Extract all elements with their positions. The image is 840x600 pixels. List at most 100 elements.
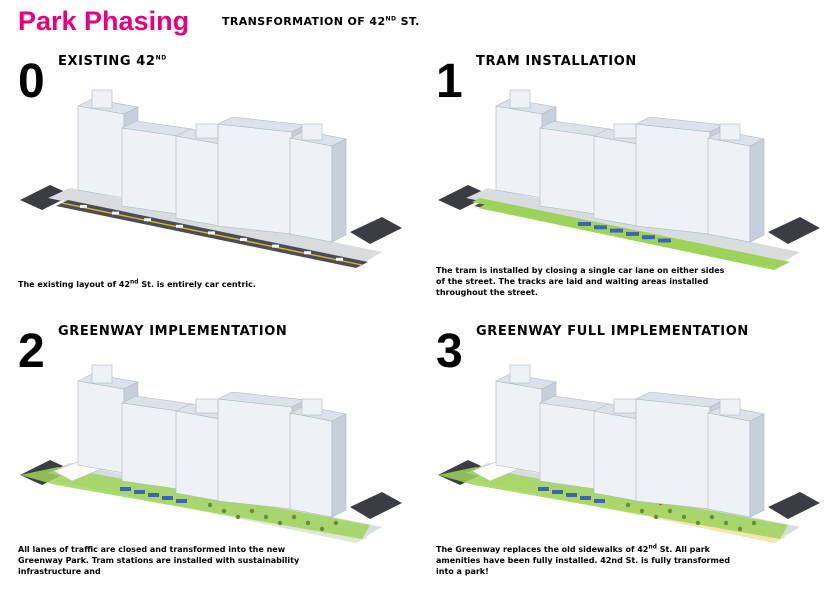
- car: [240, 238, 247, 241]
- tree: [667, 508, 673, 514]
- building-side: [331, 138, 347, 243]
- building-front: [539, 127, 597, 215]
- penthouse: [509, 364, 531, 384]
- phase-3-caption: The Greenway replaces the old sidewalks …: [436, 543, 730, 576]
- phase-1-number: 1: [436, 55, 463, 108]
- building-front: [77, 105, 125, 199]
- penthouse: [719, 123, 741, 141]
- building-front: [707, 137, 751, 243]
- car: [336, 257, 343, 261]
- car: [272, 244, 279, 248]
- building-front: [121, 402, 179, 490]
- tree: [709, 514, 715, 520]
- tree: [639, 508, 645, 514]
- phase-2-title: GREENWAY IMPLEMENTATION: [58, 324, 288, 339]
- corner-block-right: [768, 492, 820, 519]
- building-front: [495, 380, 543, 474]
- tram-car: [162, 496, 173, 500]
- tram-car: [538, 487, 549, 491]
- building-front: [121, 127, 179, 215]
- penthouse: [195, 123, 219, 139]
- building-front: [593, 410, 639, 502]
- building-front: [539, 402, 597, 490]
- building-front: [175, 410, 221, 502]
- penthouse: [509, 89, 531, 109]
- tree: [751, 520, 757, 526]
- building-front: [635, 123, 711, 235]
- phase-1-caption: The tram is installed by closing a singl…: [436, 266, 725, 297]
- building-side: [331, 413, 347, 518]
- penthouse: [719, 398, 741, 416]
- tree: [221, 508, 227, 514]
- phase-1-diagram: [438, 89, 820, 270]
- tram-car: [658, 238, 671, 243]
- corner-block-left: [20, 185, 72, 210]
- tree: [305, 520, 311, 526]
- car: [144, 218, 151, 222]
- tram-car: [552, 490, 563, 494]
- phase-1-title: TRAM INSTALLATION: [476, 54, 637, 69]
- phase-0-diagram: [20, 89, 402, 268]
- page-title: Park Phasing: [18, 6, 190, 36]
- building-front: [217, 123, 293, 235]
- tree: [737, 526, 743, 532]
- tree: [291, 514, 297, 520]
- tram-car: [578, 222, 591, 226]
- car: [208, 231, 215, 235]
- phase-3-title: GREENWAY FULL IMPLEMENTATION: [476, 324, 749, 339]
- penthouse: [91, 364, 113, 384]
- page-subtitle: TRANSFORMATION OF 42ND ST.: [222, 15, 420, 28]
- tree: [681, 514, 687, 520]
- building-front: [707, 412, 751, 518]
- tree: [695, 520, 701, 526]
- phase-3-number: 3: [436, 325, 463, 378]
- tree: [319, 526, 325, 532]
- penthouse: [613, 123, 637, 139]
- car: [304, 251, 311, 255]
- tree: [207, 502, 213, 508]
- building-front: [289, 137, 333, 243]
- corner-block-right: [350, 217, 402, 244]
- corner-block-right: [768, 217, 820, 244]
- penthouse: [301, 123, 323, 141]
- penthouse: [91, 89, 113, 109]
- phase-2-number: 2: [18, 325, 45, 378]
- building-side: [749, 138, 765, 243]
- tree: [333, 520, 339, 526]
- phase-0-number: 0: [18, 55, 45, 108]
- green-lane-2: [478, 204, 782, 270]
- building-front: [593, 135, 639, 227]
- tram-car: [594, 499, 605, 503]
- phase-2-caption: All lanes of traffic are closed and tran…: [18, 545, 300, 576]
- penthouse: [301, 398, 323, 416]
- tree: [235, 514, 241, 520]
- building-side: [749, 413, 765, 518]
- tram-car: [120, 487, 131, 491]
- car: [80, 205, 87, 208]
- tree: [653, 514, 659, 520]
- building-front: [289, 412, 333, 518]
- tram-car: [134, 490, 145, 494]
- tram-car: [626, 231, 639, 236]
- penthouse: [195, 398, 219, 414]
- corner-block-right: [350, 492, 402, 519]
- tram-car: [176, 499, 187, 503]
- car: [112, 211, 119, 215]
- tram-car: [566, 493, 577, 497]
- tree: [625, 502, 631, 508]
- tree: [249, 508, 255, 514]
- penthouse: [613, 398, 637, 414]
- tram-car: [610, 228, 623, 233]
- phase-0-caption: The existing layout of 42nd St. is entir…: [18, 278, 256, 289]
- building-front: [635, 398, 711, 510]
- building-front: [495, 105, 543, 199]
- building-front: [175, 135, 221, 227]
- phase-3-diagram: [438, 364, 820, 543]
- tree: [277, 520, 283, 526]
- tram-car: [594, 225, 607, 230]
- greenway-park: [20, 467, 370, 539]
- corner-block-left: [438, 185, 490, 210]
- tram-car: [642, 235, 655, 240]
- greenway-park: [438, 467, 788, 539]
- phase-0-title: EXISTING 42ND: [58, 54, 167, 69]
